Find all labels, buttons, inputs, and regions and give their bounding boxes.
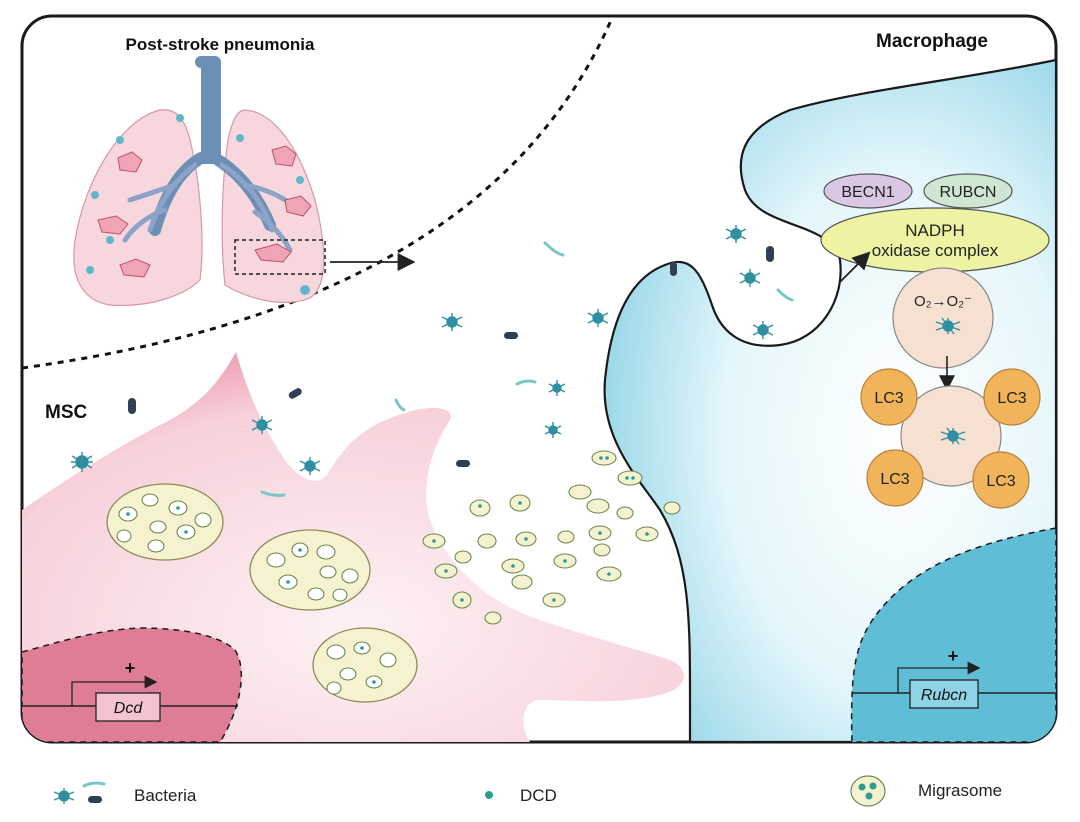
legend xyxy=(53,775,886,807)
nadph-label-line1: NADPH xyxy=(905,221,965,240)
lc3-label-4: LC3 xyxy=(986,473,1015,490)
becn1-node xyxy=(823,173,913,209)
rubcn-gene-label: Rubcn xyxy=(921,687,967,704)
zoom-box xyxy=(234,239,326,275)
lc3-label-1: LC3 xyxy=(874,390,903,407)
dcd-dots xyxy=(126,456,649,684)
lc3-label-3: LC3 xyxy=(880,471,909,488)
nadph-label-line2: oxidase complex xyxy=(872,241,999,260)
legend-migrasome-label: Migrasome xyxy=(918,781,1002,800)
rubcn-gene-construct xyxy=(852,661,1056,709)
nadph-node xyxy=(820,207,1050,273)
autophagy-complex xyxy=(820,173,1050,273)
dcd-gene-label: Dcd xyxy=(114,700,144,717)
legend-bacteria-label: Bacteria xyxy=(134,786,197,805)
rod-bacteria xyxy=(128,246,774,467)
legend-dcd-icon xyxy=(485,791,493,799)
msc-nucleus xyxy=(22,627,243,742)
macrophage-nucleus xyxy=(850,527,1056,742)
phagosome-ros xyxy=(892,267,994,369)
rubcn-label: RUBCN xyxy=(940,184,997,201)
spiral-bacteria xyxy=(260,241,794,497)
dcd-gene-construct xyxy=(22,675,238,722)
macrophage-title: Macrophage xyxy=(876,31,988,52)
bacteria-group xyxy=(71,225,774,475)
phagosome-bacterium xyxy=(935,317,961,335)
autophagosome-bacterium xyxy=(940,427,966,445)
msc-title: MSC xyxy=(45,402,88,423)
lc3-label-2: LC3 xyxy=(997,390,1026,407)
rubcn-plus-sign: + xyxy=(948,646,959,666)
legend-spiral-icon xyxy=(82,781,106,788)
dcd-plus-sign: + xyxy=(125,658,136,678)
lungs-illustration xyxy=(73,56,416,307)
ros-label: O₂→O₂⁻ xyxy=(914,293,972,310)
lc3-group xyxy=(860,368,1041,509)
complex-arrow xyxy=(839,251,871,283)
lung-panel-title: Post-stroke pneumonia xyxy=(126,35,315,54)
legend-bacteria-icon xyxy=(53,788,75,804)
rubcn-node xyxy=(923,173,1013,209)
becn1-label: BECN1 xyxy=(841,184,894,201)
legend-rod-icon xyxy=(88,796,102,803)
legend-dcd-label: DCD xyxy=(520,786,557,805)
legend-migrasome-icon xyxy=(850,775,886,807)
